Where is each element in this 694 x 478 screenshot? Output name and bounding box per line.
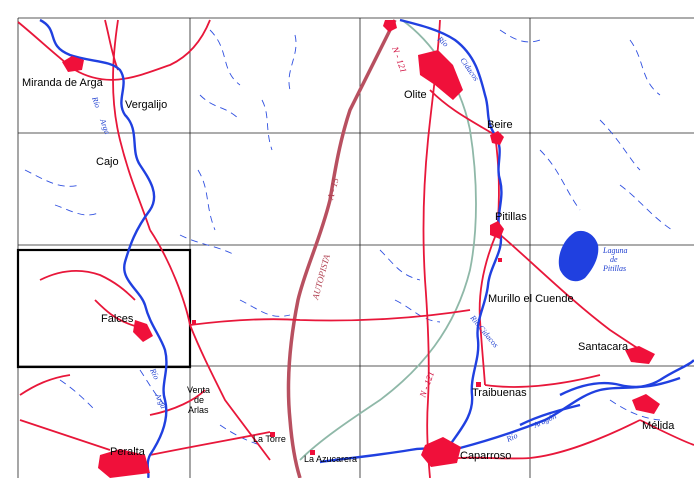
- town-areas: [62, 20, 660, 478]
- label-la-torre: La Torre: [253, 434, 286, 444]
- label-pitillas: Pitillas: [495, 211, 527, 223]
- label-la-azucarera: La Azucarera: [304, 454, 357, 464]
- label-autopista: AUTOPISTA: [310, 253, 332, 302]
- label-caparroso: Caparroso: [460, 450, 511, 462]
- river-cidacos: [399, 18, 503, 446]
- label-rio-arga-south-2: Arga: [153, 391, 168, 410]
- label-n121-south: N - 121: [417, 370, 436, 400]
- label-a15: A - 15: [325, 176, 341, 201]
- motorway-a15: [286, 19, 397, 478]
- rivers: [39, 18, 694, 478]
- label-venta-line1: Venta: [187, 385, 210, 395]
- streams: [24, 29, 673, 446]
- label-laguna-3: Pitillas: [602, 264, 626, 273]
- roads: [17, 19, 694, 478]
- label-laguna-2: de: [610, 255, 618, 264]
- selected-grid-cell[interactable]: [16, 248, 192, 369]
- label-n121-north: N - 121: [390, 44, 409, 74]
- label-miranda-de-arga: Miranda de Arga: [22, 77, 104, 89]
- label-murillo-el-cuende: Murillo el Cuende: [488, 293, 574, 305]
- label-vergalijo: Vergalijo: [125, 99, 167, 111]
- label-traibuenas: Traibuenas: [472, 387, 527, 399]
- label-melida: Mélida: [642, 420, 675, 432]
- label-falces: Falces: [101, 313, 134, 325]
- laguna-de-pitillas: [558, 230, 599, 282]
- label-beire: Beire: [487, 119, 513, 131]
- label-olite: Olite: [404, 89, 427, 101]
- label-rio-cidacos-south-2: Cidacos: [476, 324, 500, 350]
- label-cajo: Cajo: [96, 156, 119, 168]
- label-rio-arga-north-1: Río: [90, 95, 103, 109]
- label-santacara: Santacara: [578, 341, 629, 353]
- label-rio-arga-south-1: Río: [148, 366, 161, 381]
- label-peralta: Peralta: [110, 446, 146, 458]
- river-aragon: [319, 359, 694, 464]
- river-arga: [39, 18, 168, 478]
- label-venta-line3: Arlas: [188, 405, 209, 415]
- label-laguna-1: Laguna: [602, 246, 627, 255]
- label-venta-line2: de: [194, 395, 204, 405]
